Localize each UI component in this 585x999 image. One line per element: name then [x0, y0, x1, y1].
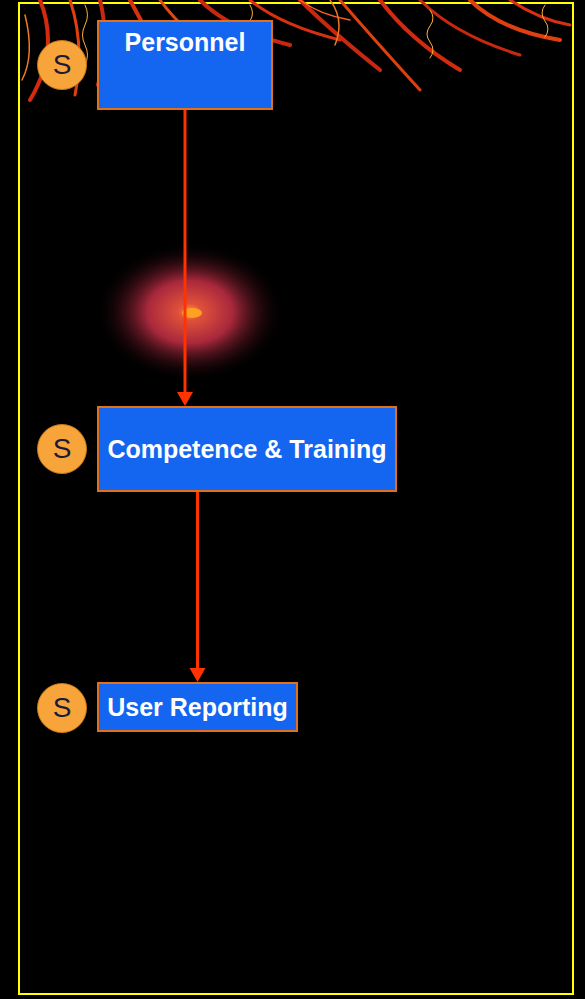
step-letter: S — [53, 435, 72, 463]
box-label: Competence & Training — [107, 435, 386, 464]
flow-arrow — [190, 492, 206, 682]
step-circle: S — [37, 424, 87, 474]
step-letter: S — [53, 51, 72, 79]
process-box: User Reporting — [97, 682, 298, 732]
process-box: Competence & Training — [97, 406, 397, 492]
step-circle: S — [37, 40, 87, 90]
flow-arrow — [177, 110, 193, 406]
box-label: Personnel — [125, 28, 246, 57]
step-circle: S — [37, 683, 87, 733]
frame-border — [18, 2, 574, 995]
process-box: Personnel — [97, 20, 273, 110]
step-letter: S — [53, 694, 72, 722]
box-label: User Reporting — [107, 693, 288, 722]
glow-sphere — [95, 242, 285, 382]
